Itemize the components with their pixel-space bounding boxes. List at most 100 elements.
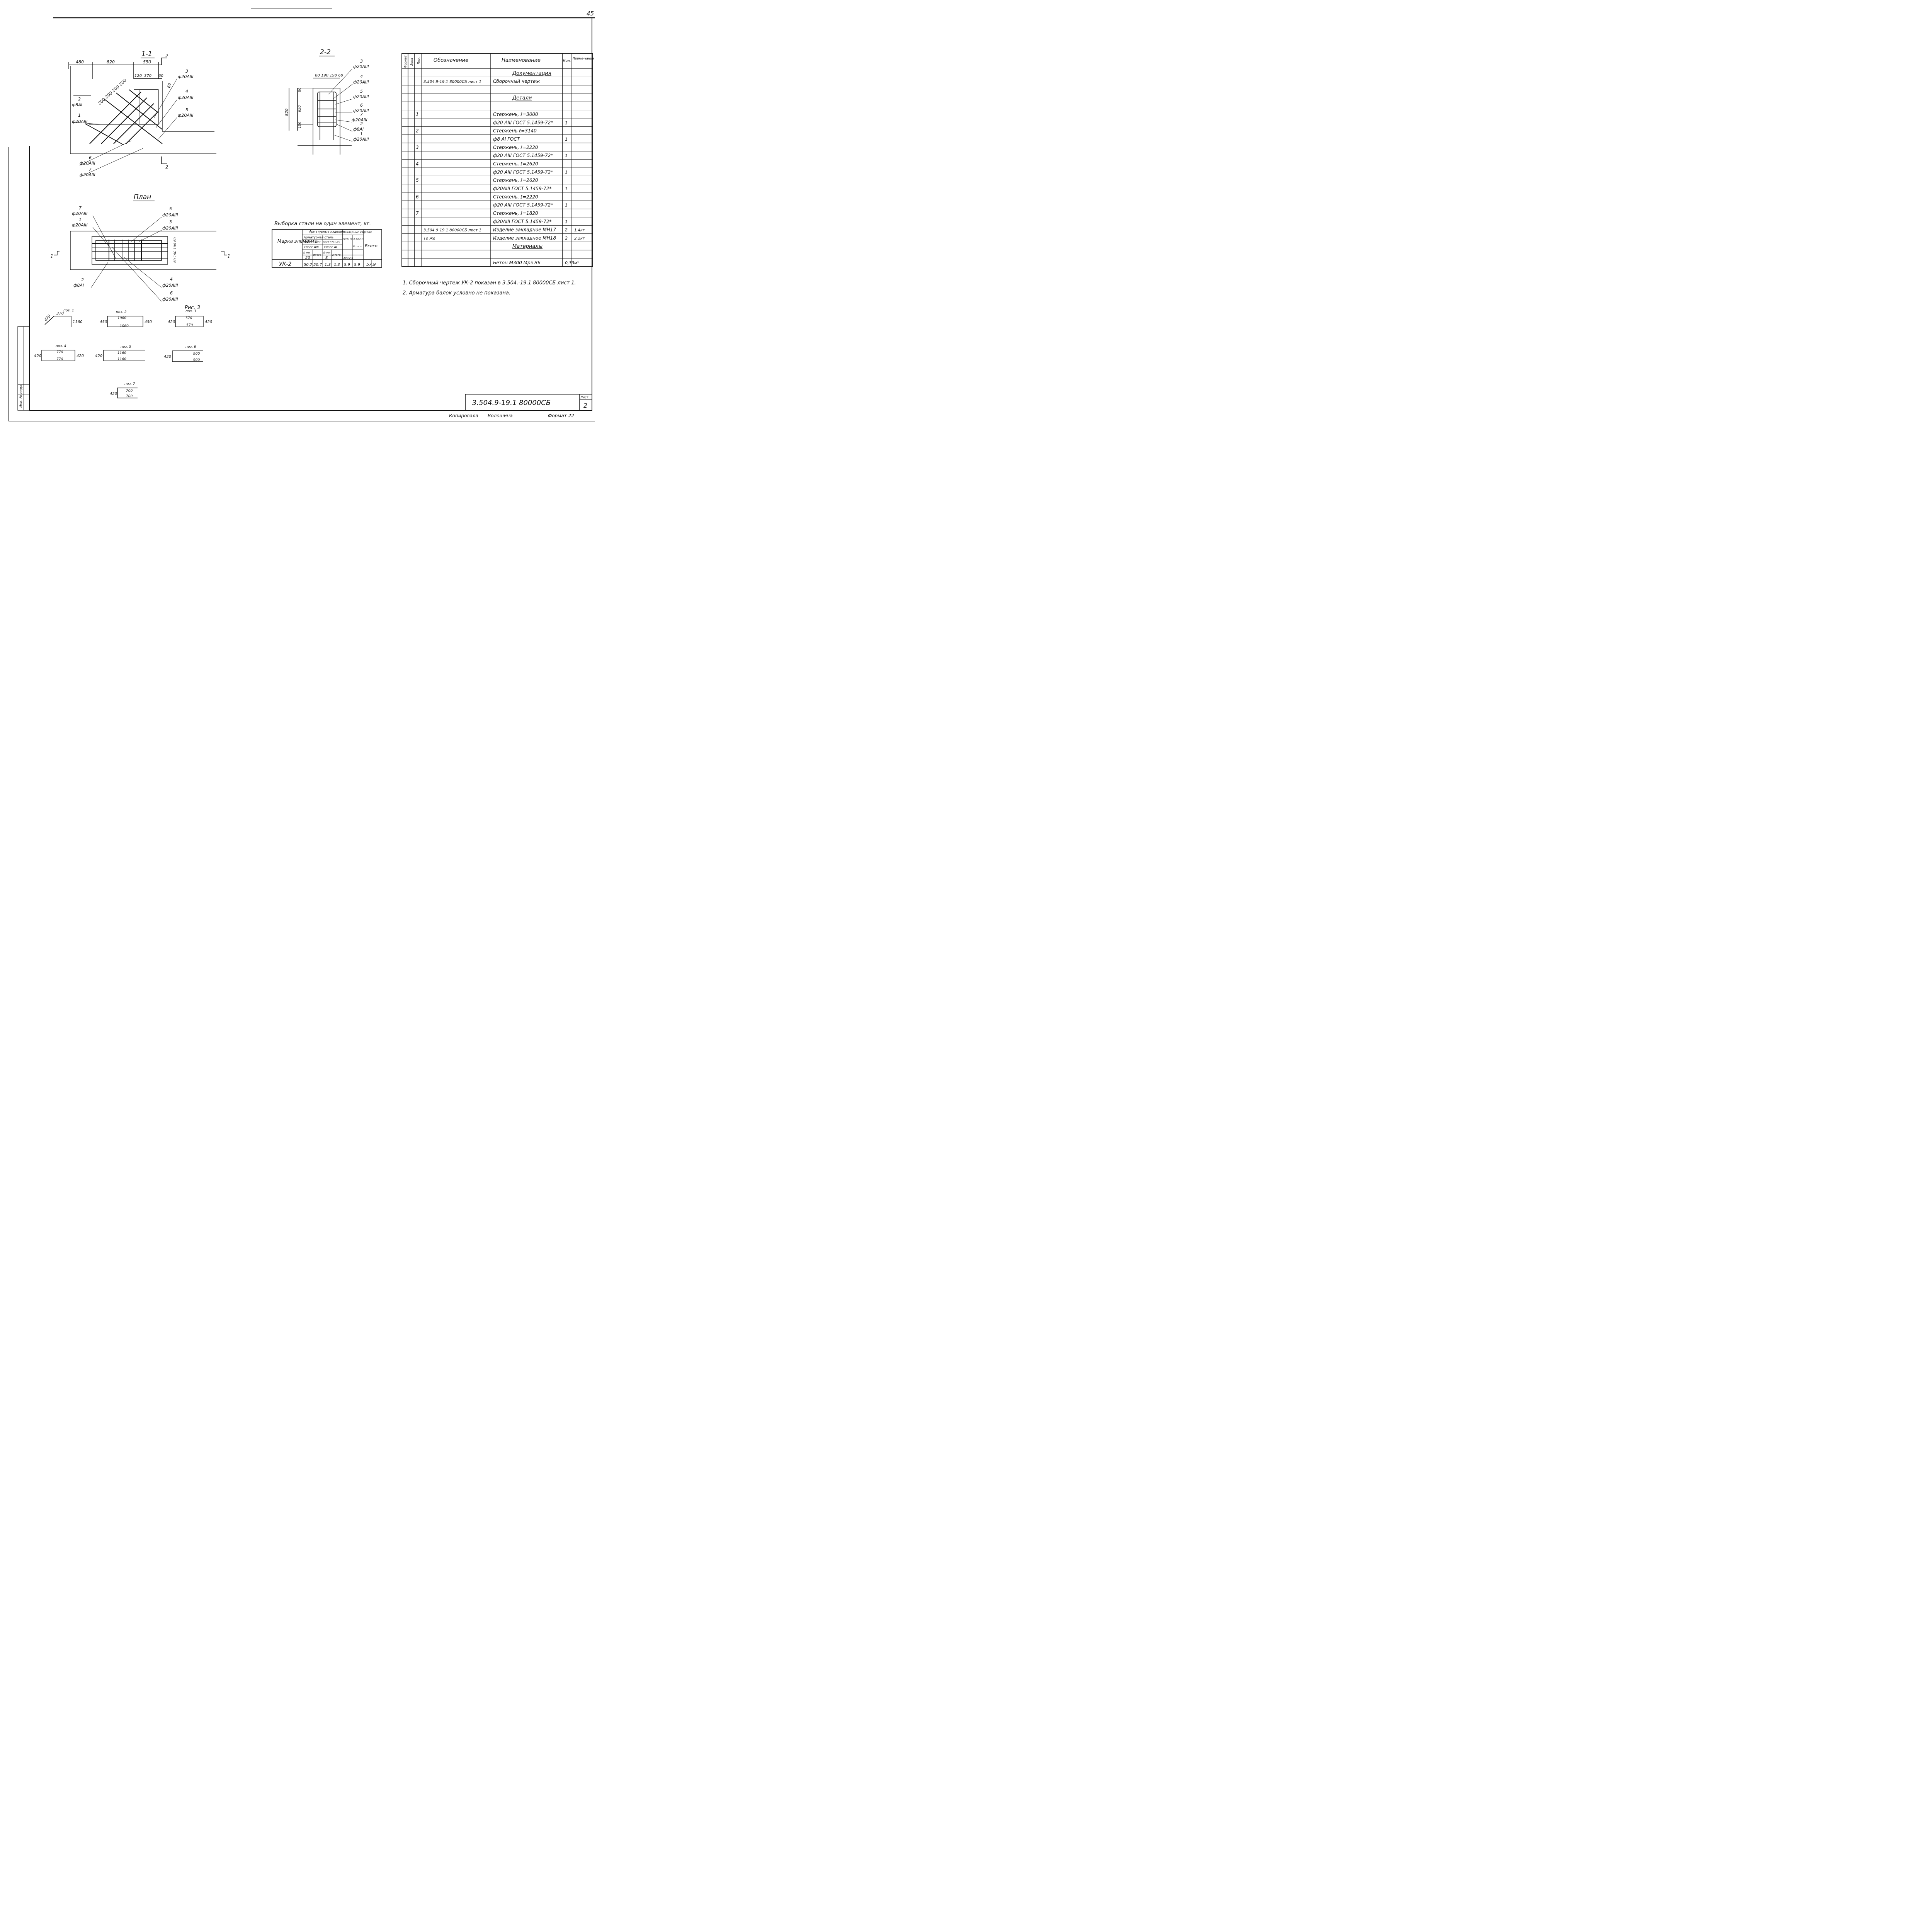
- spec-cell-name: Сборочный чертеж: [493, 79, 540, 84]
- pos4-d1: 420: [34, 354, 41, 358]
- pos4-d2: 770: [56, 350, 63, 354]
- spec-cell-name: Стержень, ℓ=2220: [493, 194, 538, 199]
- pos3-d2: 570: [185, 316, 192, 320]
- plan-pos-7: 7: [79, 206, 82, 211]
- d-20: 20: [305, 256, 310, 260]
- label-bar-3: ф20АIII: [178, 74, 194, 79]
- spec-h-name: Наименование: [502, 58, 541, 63]
- label-bar-1: ф20АIII: [72, 119, 88, 124]
- pos5-d3: 1160: [117, 357, 126, 361]
- label-pos-5: 5: [185, 107, 188, 112]
- pos3-label: поз. 3: [185, 310, 196, 313]
- plan-pos-1: 1: [79, 217, 82, 222]
- plan-bar-7: ф20АIII: [72, 211, 88, 216]
- pos6-d3: 900: [193, 358, 200, 362]
- label-pos-6: 6: [89, 155, 92, 160]
- dim-480: 480: [76, 60, 84, 65]
- pos4-label: поз. 4: [56, 344, 66, 348]
- cut-mark-2-top: 2: [165, 53, 168, 58]
- s22-pos-2: 2: [360, 121, 363, 126]
- s22-pos-5: 5: [360, 89, 363, 94]
- row-v3: 1,3: [325, 263, 331, 267]
- plan-bar-5: ф20АIII: [162, 213, 178, 218]
- pos6-d1: 420: [164, 355, 171, 359]
- note-1: 1. Сборочный чертеж УК-2 показан в 3.504…: [403, 280, 576, 286]
- dim-550: 550: [143, 60, 151, 65]
- copied-name: Волошина: [488, 413, 513, 418]
- steel-table: Выборка стали на один элемент, кг. Марка…: [272, 221, 382, 268]
- label-pos-7: 7: [89, 167, 92, 172]
- title-block: 3.504.9-19.1 80000СБ Лист 2: [465, 394, 592, 411]
- pos2-d4: 450: [145, 320, 152, 324]
- dim-820: 820: [107, 60, 115, 65]
- spec-cell-name: Стержень, ℓ=2620: [493, 178, 538, 183]
- s22-pos-7: 7: [360, 112, 363, 117]
- spec-cell-qty: 1: [565, 170, 568, 175]
- spec-cell-note: м³: [574, 261, 579, 265]
- spec-cell-name: Стержень ℓ=3140: [493, 128, 537, 134]
- s22-bar-2: ф8АI: [353, 127, 364, 132]
- spec-headers: Формат Зона Поз. Обозначение Наименовани…: [404, 55, 594, 68]
- label-pos-3: 3: [185, 69, 188, 74]
- s22-bar-5: ф20АIII: [353, 94, 369, 99]
- bar-shape-pos6: поз. 6 420 900 900: [164, 345, 203, 362]
- dim-100-vert: 100: [298, 122, 302, 128]
- pos3-d3: 570: [186, 323, 193, 327]
- plan-view: План 1 1 60 190 190 60 7 ф20АIII 1 ф20АI…: [50, 193, 230, 302]
- pos6-label: поз. 6: [185, 345, 196, 349]
- spec-cell-qty: 1: [565, 120, 568, 125]
- pos5-d2: 1160: [117, 351, 126, 355]
- spec-cell-pos: 7: [416, 211, 419, 216]
- s22-bar-7: ф20АIII: [352, 117, 367, 122]
- side-stamp: Инв. № подл.: [17, 326, 30, 411]
- spec-cell-pos: 3: [416, 145, 419, 150]
- h-steel: Арматурная сталь: [303, 236, 334, 239]
- spec-cell-name: ф20АIII ГОСТ 5.1459-72*: [493, 186, 551, 191]
- spec-cell-qty: 2: [565, 236, 568, 241]
- pos7-d2: 700: [126, 389, 133, 393]
- s22-pos-6: 6: [360, 103, 363, 108]
- pos2-d1: 450: [100, 320, 107, 324]
- sheet-label: Лист: [580, 396, 588, 399]
- label-bar-7: ф20АIII: [80, 172, 95, 177]
- drawing-sheet: 45 Инв. № подл. 1-1 480 820 550 120 370 …: [0, 0, 603, 435]
- copied-label: Копировала: [449, 413, 478, 418]
- spec-cell-pos: 4: [416, 161, 419, 167]
- pos2-label: поз. 2: [116, 310, 127, 314]
- plan-pos-5: 5: [169, 206, 172, 211]
- pos7-label: поз. 7: [124, 382, 135, 386]
- spec-cell-note: 1,4кг: [574, 228, 585, 233]
- section-1-1: 1-1 480 820 550 120 370 60 60 200 200 20…: [68, 50, 216, 177]
- h-itogo-1: Итого: [313, 253, 321, 257]
- row-mark: УК-2: [279, 261, 292, 267]
- section-2-2-labels: 3 ф20АIII 4 ф20АIII 5 ф20АIII 6 ф20АIII …: [352, 59, 369, 142]
- plan-dim-right: 60 190 190 60: [173, 237, 177, 263]
- row-v1: 50,7: [304, 263, 313, 267]
- spec-cell-qty: 0,33: [565, 260, 575, 265]
- spec-cell-name: Изделие закладное МН17: [493, 227, 556, 233]
- spec-cell-name: Бетон М300 Мрз В6: [493, 260, 541, 265]
- h-armature: Арматурные изделия: [309, 230, 344, 233]
- h-class1: класс АI: [324, 245, 337, 249]
- h-gost2: ГОСТ 5781-75: [323, 241, 340, 244]
- dim-60b: 60: [167, 83, 172, 88]
- spec-cell-qty: 1: [565, 203, 568, 208]
- s22-bar-6: ф20АIII: [353, 108, 369, 113]
- plan-labels: 7 ф20АIII 1 ф20АIII 5 ф20АIII 3 ф20АIII …: [72, 206, 178, 302]
- label-bar-2: ф8АI: [72, 102, 82, 107]
- h-itogo-3: Итого: [353, 245, 362, 248]
- plan-pos-3: 3: [169, 219, 172, 224]
- pos5-d1: 420: [95, 354, 102, 358]
- side-stamp-label: Инв. № подл.: [19, 384, 23, 408]
- dim-120: 120: [134, 74, 142, 78]
- spec-cell-name: Детали: [512, 95, 532, 101]
- spec-cell-name: Стержень, ℓ=2220: [493, 145, 538, 150]
- plan-cut-1-left: 1: [50, 254, 53, 260]
- spec-cell-pos: 1: [416, 112, 419, 117]
- plan-title: План: [134, 193, 151, 201]
- dim-650-vert: 650: [298, 105, 302, 112]
- label-bar-6: ф20АIII: [80, 161, 95, 166]
- spec-cell-pos: 5: [416, 178, 419, 183]
- sheet-frame: [8, 8, 595, 422]
- bar-shape-pos3: поз. 3 420 570 570 420: [168, 310, 212, 327]
